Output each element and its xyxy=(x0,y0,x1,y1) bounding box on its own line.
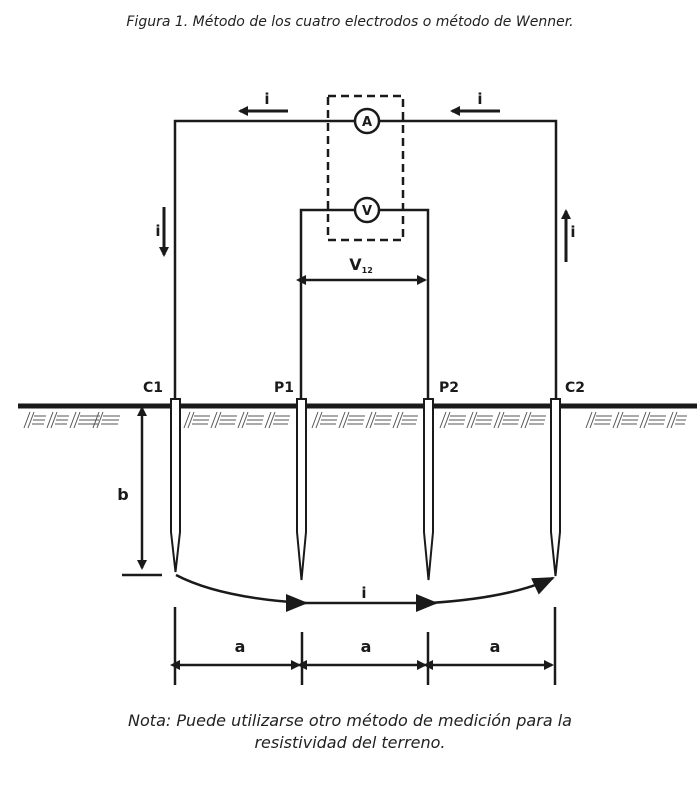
current-arrow-right-up: i xyxy=(561,209,576,262)
note-line-1: Nota: Puede utilizarse otro método de me… xyxy=(128,711,572,730)
voltmeter-label: V xyxy=(362,204,372,219)
figure-note: Nota: Puede utilizarse otro método de me… xyxy=(0,710,700,754)
svg-text:P1: P1 xyxy=(274,380,294,396)
svg-text:i: i xyxy=(264,90,269,108)
ammeter-icon: A xyxy=(353,107,381,135)
current-arrow-top-right: i xyxy=(450,90,500,116)
electrode-c1: C1 xyxy=(143,380,181,573)
voltmeter-icon: V xyxy=(353,196,381,224)
svg-text:i: i xyxy=(155,222,160,240)
electrode-c2: C2 xyxy=(550,380,585,577)
instrument-box xyxy=(326,94,405,242)
subsurface-current xyxy=(175,573,555,612)
spacing-label-3: a xyxy=(490,637,501,656)
svg-text:C1: C1 xyxy=(143,380,163,396)
voltage-dimension: V12 xyxy=(296,255,427,285)
electrode-p2: P2 xyxy=(423,380,459,581)
note-line-2: resistividad del terreno. xyxy=(254,733,446,752)
potential-circuit xyxy=(299,208,430,400)
soil-hatch xyxy=(23,411,687,429)
figure-title: Figura 1. Método de los cuatro electrodo… xyxy=(126,14,574,30)
svg-text:i: i xyxy=(570,223,575,241)
ammeter-label: A xyxy=(362,115,372,130)
svg-text:C2: C2 xyxy=(565,380,585,396)
spacing-label-2: a xyxy=(361,637,372,656)
current-arrow-left-down: i xyxy=(155,207,169,257)
depth-label: b xyxy=(117,485,128,504)
current-circuit xyxy=(173,119,558,400)
depth-dimension: b xyxy=(117,406,162,577)
spacing-label-1: a xyxy=(235,637,246,656)
svg-text:P2: P2 xyxy=(439,380,459,396)
electrode-p1: P1 xyxy=(274,380,307,581)
svg-text:i: i xyxy=(477,90,482,108)
subsurface-current-label: i xyxy=(361,584,366,602)
current-arrow-top-left: i xyxy=(238,90,288,116)
voltage-label: V12 xyxy=(349,255,373,275)
spacing-dimensions xyxy=(170,607,557,685)
